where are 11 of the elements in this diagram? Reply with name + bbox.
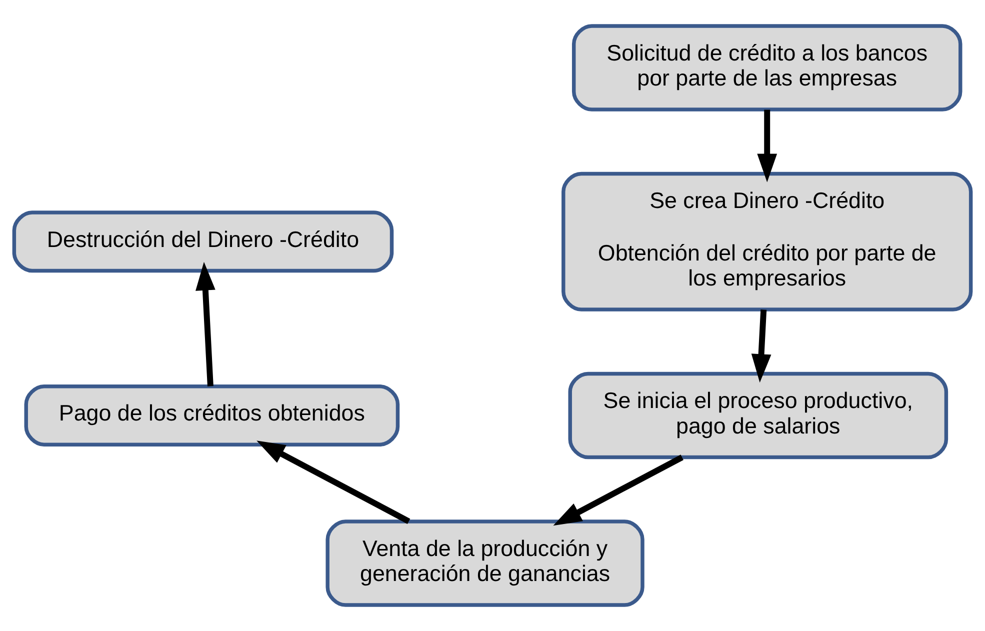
node-box: Destrucción del Dinero -Crédito <box>12 210 394 273</box>
arrow <box>256 440 410 524</box>
node-box: Venta de la producción y generación de ganancias <box>326 520 644 607</box>
arrow <box>196 262 216 386</box>
node-box: Se crea Dinero -Crédito Obtención del crédito por parte de los empresarios <box>562 172 973 312</box>
node-box: Se inicia el proceso productivo, pago de salarios <box>568 372 948 460</box>
arrow <box>553 454 684 526</box>
arrow <box>751 310 772 383</box>
node-box: Solicitud de crédito a los bancos por parte de las empresas <box>572 24 962 112</box>
arrow <box>757 110 778 182</box>
node-box: Pago de los créditos obtenidos <box>24 384 400 446</box>
